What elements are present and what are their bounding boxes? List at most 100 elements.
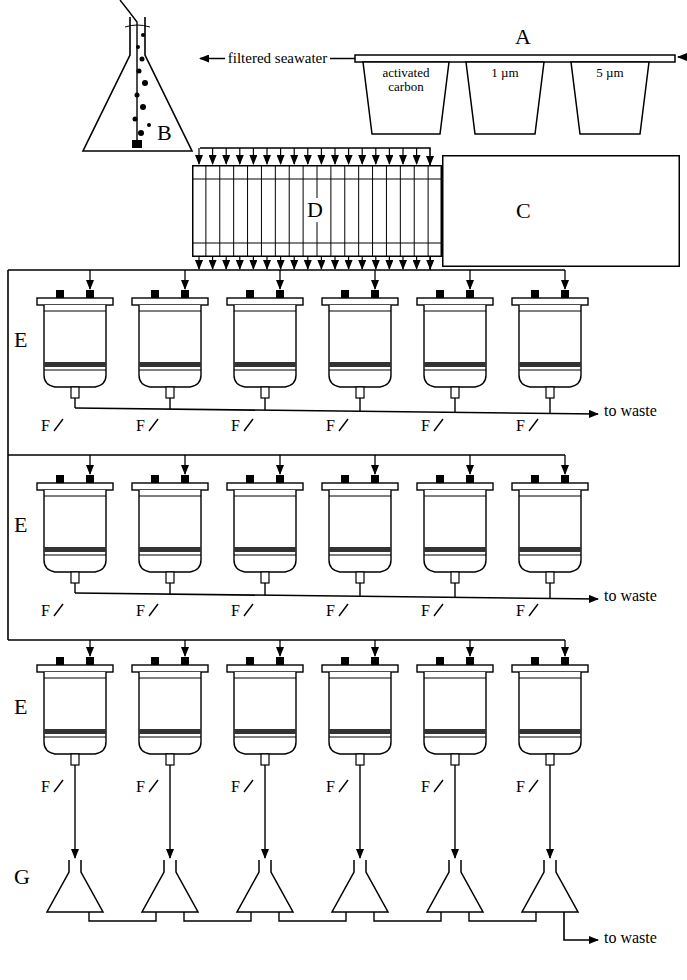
filter-feed (564, 455, 565, 474)
filter-feed (374, 455, 375, 474)
valve-mark (339, 780, 348, 792)
filter-outlet (451, 572, 459, 583)
filter-knob (276, 290, 284, 298)
distribution-header (8, 269, 565, 271)
holder-node: Aactivated carbon1 µm5 µm (355, 25, 675, 137)
manifold-drop (239, 148, 240, 164)
filter-support (424, 370, 486, 371)
part-label: F (326, 778, 335, 796)
filter-rim (44, 496, 106, 497)
filter-feed (279, 640, 280, 656)
cart-node: activated carbon (362, 62, 450, 135)
pump-outlet (430, 257, 431, 269)
part-label: F (516, 417, 525, 435)
filter-lid (512, 665, 588, 672)
cartridge-outline (363, 62, 449, 134)
part-label: F (421, 417, 430, 435)
valve-mark (54, 780, 63, 792)
manifold-drop (253, 148, 254, 164)
filter-body (139, 305, 201, 387)
outlet-tube (169, 765, 170, 858)
manifold-drop (280, 148, 281, 164)
part-label: E (14, 513, 27, 537)
filter-knob (181, 657, 189, 665)
waste-line (75, 593, 598, 599)
part-label: F (231, 778, 240, 796)
part-label: F (516, 778, 525, 796)
part-label: F (41, 417, 50, 435)
outlet-tube (264, 765, 265, 858)
part-label: F (136, 602, 145, 620)
filter-knob (341, 657, 349, 665)
box-outline (442, 155, 680, 267)
filter-membrane (44, 547, 106, 552)
filter-feed (279, 270, 280, 289)
filter-outlet (451, 387, 459, 398)
filter-outlet (71, 572, 79, 583)
part-label: F (421, 778, 430, 796)
filter-outlet (71, 754, 79, 765)
part-label: to waste (604, 929, 657, 947)
manifold-drop (389, 148, 390, 164)
filter-outlet (261, 387, 269, 398)
manifold-drop (402, 148, 403, 164)
filter-knob (466, 290, 474, 298)
pump-outlet (375, 257, 376, 269)
filter-rim (44, 311, 106, 312)
outlet-tube (359, 583, 360, 596)
filter-feed (374, 270, 375, 289)
outlet-tube (264, 398, 265, 410)
valve-mark (244, 780, 253, 792)
filter-knob (151, 475, 159, 483)
filter-support (234, 555, 296, 556)
valve-mark (149, 604, 158, 616)
pump-head (193, 166, 442, 257)
filter-rim (234, 496, 296, 497)
filter-support (329, 737, 391, 738)
part-label: F (41, 778, 50, 796)
filter-lid (227, 665, 303, 672)
cartridge-outline (571, 62, 649, 134)
filter-lid (512, 483, 588, 490)
cart-node: 1 µm (465, 62, 545, 135)
valve-mark (54, 419, 63, 431)
filter-membrane (234, 362, 296, 367)
filter-membrane (44, 362, 106, 367)
filter-membrane (424, 362, 486, 367)
filter-rim (139, 678, 201, 679)
node-text: 5 µm (578, 66, 642, 80)
filter-rim (329, 311, 391, 312)
distribution-feed (429, 257, 431, 270)
pump-outlet (239, 257, 240, 269)
pump-outlet (321, 257, 322, 269)
pump-outlet (362, 257, 363, 269)
collection-flask (142, 860, 198, 912)
cart-node: 5 µm (570, 62, 650, 135)
part-label: E (14, 695, 27, 719)
valve-mark (244, 419, 253, 431)
filter-rim (234, 678, 296, 679)
filter-bar (355, 55, 675, 62)
filter-feed (469, 270, 470, 289)
valve-mark (339, 604, 348, 616)
filter-lid (37, 665, 113, 672)
filter-body (234, 490, 296, 572)
valve-mark (54, 604, 63, 616)
filter-knob (181, 475, 189, 483)
filter-lid (512, 298, 588, 305)
water-surface (125, 25, 150, 27)
filter-lid (417, 298, 493, 305)
filter-outlet (546, 754, 554, 765)
valve-mark (434, 780, 443, 792)
pump-outlet (280, 257, 281, 269)
pump-drive (443, 156, 680, 267)
pump-outlet (416, 257, 417, 269)
pump-outlet (334, 257, 335, 269)
collection-flask (332, 860, 388, 912)
flask-link (89, 912, 156, 921)
valve-mark (434, 604, 443, 616)
part-label: to waste (604, 402, 657, 420)
filter-support (424, 737, 486, 738)
